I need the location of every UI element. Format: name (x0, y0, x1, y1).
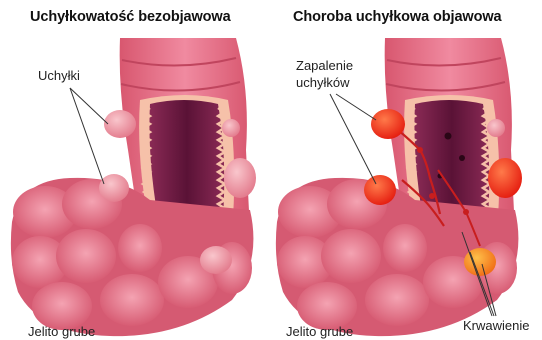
inflammation-label-line2: uchyłków (296, 75, 349, 91)
inflammation-label-line1: Zapalenie (296, 58, 353, 74)
bleeding-label: Krwawienie (463, 318, 529, 334)
diverticula-label: Uchyłki (38, 68, 80, 84)
left-pointer-lines (70, 88, 108, 184)
